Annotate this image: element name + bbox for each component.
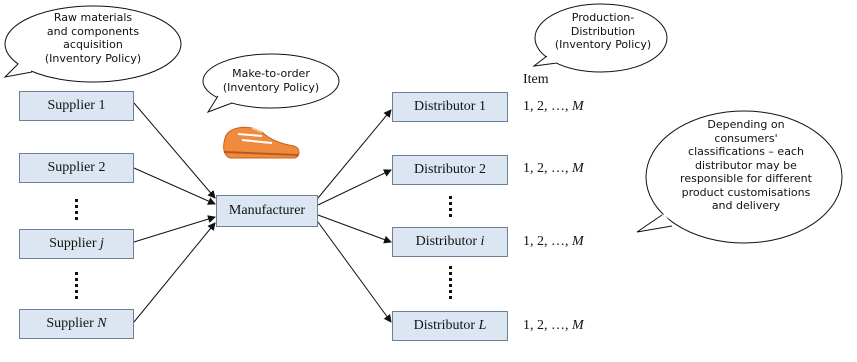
distributor-2-label: Distributor 2 <box>414 162 486 177</box>
arrow-distributor-2 <box>317 169 392 206</box>
item-list-var: M <box>572 234 584 249</box>
callout-line: Make-to-order <box>232 67 310 80</box>
supplier-n-var: N <box>97 316 107 331</box>
item-list-1: 1, 2, …, M <box>523 99 584 115</box>
callout-make-to-order <box>202 53 340 113</box>
item-list-prefix: 1, 2, …, <box>523 161 572 176</box>
callout-line: (Inventory Policy) <box>222 80 320 94</box>
item-list-prefix: 1, 2, …, <box>523 234 572 249</box>
callout-line: (Inventory Policy) <box>44 51 142 65</box>
callout-line: and delivery <box>711 199 781 212</box>
item-list-var: M <box>572 161 584 176</box>
callout-production-distribution-text: Production- Distribution (Inventory Poli… <box>551 11 655 52</box>
supplier-n-label: Supplier N <box>46 316 106 332</box>
distributor-l-label: Distributor L <box>414 318 487 334</box>
supplier-2-box: Supplier 2 <box>19 153 134 183</box>
distributor-1-label: Distributor 1 <box>414 99 486 114</box>
supplier-n-prefix: Supplier <box>46 316 98 331</box>
distributor-i-prefix: Distributor <box>415 234 481 249</box>
supplier-n-box: Supplier N <box>19 309 134 339</box>
item-list-prefix: 1, 2, …, <box>523 99 572 114</box>
callout-line: distributor may be <box>695 158 797 172</box>
item-list-l: 1, 2, …, M <box>523 318 584 334</box>
callout-consumers <box>636 110 843 244</box>
arrow-distributor-l <box>317 221 392 323</box>
supplier-2-label: Supplier 2 <box>47 160 106 175</box>
item-header: Item <box>523 72 549 87</box>
arrow-distributor-1 <box>317 109 392 199</box>
supplier-j-box: Supplier j <box>19 229 134 259</box>
supplier-j-prefix: Supplier <box>49 236 101 251</box>
arrow-distributor-i <box>317 214 392 244</box>
distributor-i-label: Distributor i <box>416 234 485 250</box>
arrow-supplier-n <box>133 222 216 323</box>
callout-consumers-text: Depending on consumers' classifications … <box>666 118 826 213</box>
item-list-var: M <box>572 99 584 114</box>
callout-make-to-order-text: Make-to-order (Inventory Policy) <box>213 67 329 94</box>
item-list-var: M <box>572 318 584 333</box>
supplier-1-box: Supplier 1 <box>19 91 134 121</box>
callout-raw-materials-text: Raw materials and components acquisition… <box>25 11 161 65</box>
supplier-j-var: j <box>100 236 104 251</box>
supplier-j-label: Supplier j <box>49 236 104 252</box>
shoe-icon <box>223 126 300 159</box>
distributors-ellipsis-lower <box>449 266 452 302</box>
callout-line: acquisition <box>63 38 123 51</box>
distributor-l-box: Distributor L <box>392 311 508 341</box>
distributors-ellipsis-upper <box>449 196 452 220</box>
arrow-supplier-2 <box>133 167 216 205</box>
callout-line: (Inventory Policy) <box>554 38 652 51</box>
suppliers-ellipsis-upper <box>75 199 78 223</box>
arrow-supplier-1 <box>133 102 216 199</box>
callout-line: Depending on <box>707 118 785 131</box>
callout-line: product customisations <box>681 185 811 199</box>
item-list-2: 1, 2, …, M <box>523 161 584 177</box>
callout-line: consumers' <box>714 131 778 145</box>
suppliers-ellipsis-lower <box>75 272 78 302</box>
item-list-prefix: 1, 2, …, <box>523 318 572 333</box>
distributor-l-prefix: Distributor <box>413 318 479 333</box>
callout-production-distribution <box>532 3 668 73</box>
distributor-2-box: Distributor 2 <box>392 155 508 185</box>
distributor-i-var: i <box>480 234 485 249</box>
item-list-i: 1, 2, …, M <box>523 234 584 250</box>
arrow-supplier-j <box>133 215 216 243</box>
callout-raw-materials <box>3 5 182 83</box>
supplier-1-label: Supplier 1 <box>47 98 106 113</box>
manufacturer-box: Manufacturer <box>216 195 318 227</box>
callout-line: classifications – each <box>688 145 804 158</box>
callout-line: Raw materials <box>53 11 133 24</box>
distributor-i-box: Distributor i <box>392 227 508 257</box>
manufacturer-label: Manufacturer <box>228 203 306 218</box>
callout-line: and components <box>46 24 140 38</box>
callout-line: Production- <box>571 11 635 24</box>
callout-line: Distribution <box>570 24 636 38</box>
distributor-1-box: Distributor 1 <box>392 92 508 122</box>
distributor-l-var: L <box>478 318 487 333</box>
callout-line: responsible for different <box>680 172 812 185</box>
